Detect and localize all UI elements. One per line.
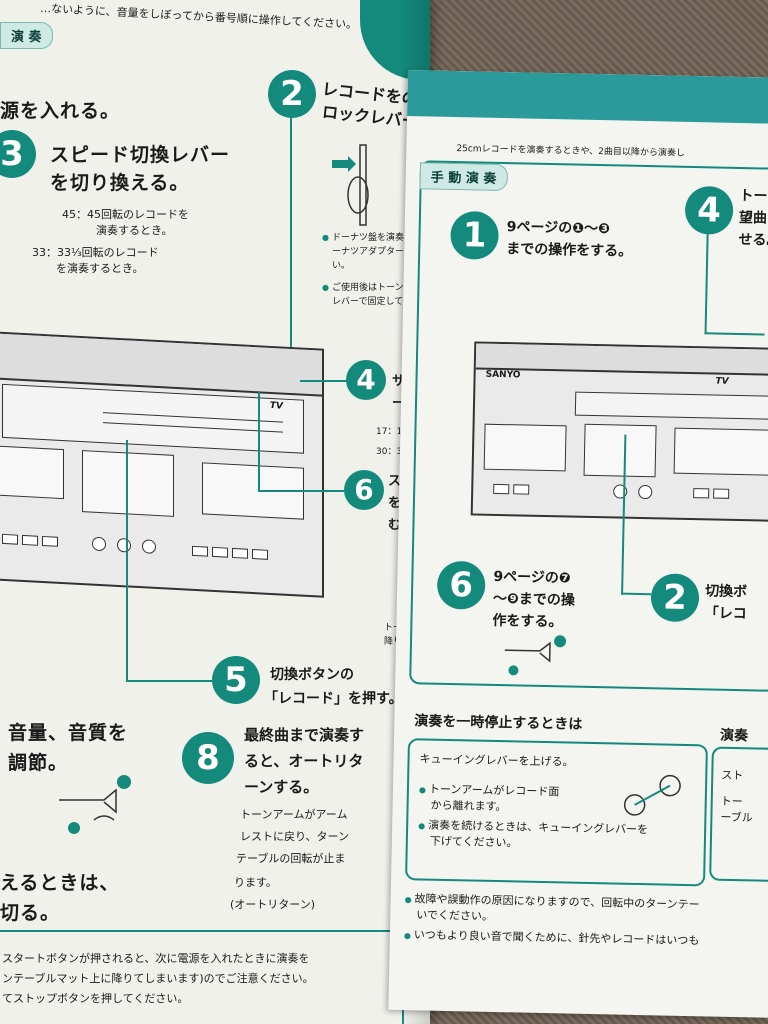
tone-knob: [117, 537, 131, 553]
step4-text-line2: 望曲の: [738, 209, 768, 227]
stereo-brand: TV: [715, 376, 729, 387]
volume-knob: [92, 536, 106, 552]
step2-bullet-2b: レバーで固定してお: [332, 297, 412, 307]
stereo-illustration: TV: [0, 331, 324, 598]
step8-note-3: テーブルの回転が止ま: [236, 852, 346, 865]
step2-number: 2: [268, 70, 316, 118]
tone-knob: [638, 484, 653, 500]
step8-number: 8: [182, 732, 234, 784]
side-box-line1: スト: [721, 768, 744, 783]
step6-leader-vertical: [258, 392, 260, 492]
step2-text-line1: 切換ボ: [704, 583, 748, 601]
step4-number: 4: [346, 360, 386, 400]
left-page: …ないように、音量をしぼってから番号順に操作してください。 演 奏 源を入れる。…: [0, 0, 430, 1024]
side-box-line2: トー: [720, 794, 743, 809]
step6-text-line1: 9ページの❼: [493, 568, 571, 587]
step-power-text: 源を入れる。: [0, 100, 121, 122]
stereo-brand: TV: [269, 400, 283, 412]
step8-note-4: ります。: [234, 876, 277, 889]
step5-number: 5: [212, 656, 260, 704]
step4-text-line3: せる。: [738, 231, 768, 249]
cassette-deck-a: [0, 445, 64, 500]
step6-text-line2: ～❾までの操: [492, 590, 575, 609]
pause-box-title: キューイングレバーを上げる。: [419, 752, 574, 769]
deck-button: [513, 484, 530, 495]
step2-bullet-1c: い。: [332, 261, 351, 271]
step5-title-line1: 切換ボタンの: [270, 667, 354, 683]
footer-line2: ンテーブルマット上に降りてしまいます)のでご注意ください。: [2, 972, 314, 985]
right-page: 25cmレコードを演奏するときや、2曲目以降から演奏し 手 動 演 奏 1 9ペ…: [388, 70, 768, 1018]
trumpet-music-illustration: [504, 635, 567, 676]
step5-leader-horizontal: [126, 680, 212, 682]
auto-play-panel: [82, 450, 174, 517]
step5-leader-vertical: [126, 440, 128, 680]
pause-bullet-2b: 下げてください。: [429, 834, 518, 850]
bottom-bullet-2: いつもより良い音で聞くために、針先やレコードはいつも: [404, 926, 700, 948]
step8-note-5: (オートリターン): [230, 898, 316, 911]
footer-line3: てストップボタンを押してください。: [2, 992, 189, 1005]
step2-text-line2: 「レコ: [704, 605, 747, 623]
top-note: 25cmレコードを演奏するときや、2曲目以降から演奏し: [456, 144, 686, 159]
step3-note-4: を演奏するとき。: [56, 262, 144, 275]
deck-button: [22, 534, 38, 546]
step7-text-line1: 音量、音質を: [8, 722, 129, 744]
deck-button: [713, 488, 730, 499]
cassette-deck-a: [483, 423, 567, 472]
deck-button: [192, 545, 208, 557]
tuner-panel: [574, 391, 768, 420]
step3-note-1: 45：45回転のレコードを: [62, 208, 189, 221]
step3-title-line2: を切り換える。: [50, 172, 190, 194]
step2-leader-line: [290, 118, 292, 358]
step8-title-line1: 最終曲まで演奏す: [244, 726, 365, 744]
step6-number: 6: [344, 470, 384, 510]
step3-note-3: 33：33⅓回転のレコード: [32, 246, 159, 259]
step5-title-line2: 「レコード」を押す。: [264, 691, 403, 707]
step4-leader-line: [300, 380, 346, 382]
cassette-deck-b: [673, 427, 768, 476]
step8-note-1: トーンアームがアーム: [240, 808, 348, 821]
step8-note-2: レストに戻り、ターン: [240, 830, 350, 843]
cueing-lever-illustration: [623, 774, 681, 816]
step6-text-line3: 作をする。: [492, 612, 563, 631]
step3-number: 3: [0, 130, 36, 178]
deck-button: [493, 483, 510, 495]
teal-header-band: [407, 70, 768, 124]
deck-button: [212, 546, 228, 558]
deck-button: [252, 548, 268, 560]
top-header: …ないように、音量をしぼってから番号順に操作してください。: [39, 1, 358, 32]
deck-button: [2, 533, 18, 545]
step6-leader-horizontal: [258, 490, 344, 492]
pause-bullet-1b: から離れます。: [430, 798, 507, 814]
step1-text-line2: までの操作をする。: [506, 241, 633, 260]
deck-button: [42, 535, 58, 547]
step7-text-line2: 調節。: [8, 752, 69, 774]
stop-heading-line1: えるときは、: [0, 872, 120, 894]
step8-title-line3: ーンする。: [244, 778, 319, 796]
stereo-illustration: SANYO TV: [470, 341, 768, 522]
balance-knob: [142, 539, 156, 554]
step2-bullet-2: ご使用後はトーンア: [322, 280, 413, 293]
pause-heading-right: 演奏: [719, 727, 749, 745]
step4-text-line1: トーン: [739, 187, 768, 205]
step3-title-line1: スピード切換レバー: [50, 144, 231, 166]
step8-title-line2: ると、オートリタ: [244, 752, 364, 770]
bottom-bullet-1b: いでください。: [416, 908, 494, 923]
footer-line1: スタートボタンが押されると、次に電源を入れたときに演奏を: [2, 952, 310, 965]
section-tag: 演 奏: [0, 22, 53, 49]
side-box-line3: ーブル: [720, 810, 753, 825]
step3-note-2: 演奏するとき。: [96, 224, 173, 237]
lock-lever-illustration: [332, 144, 369, 226]
section-tag: 手 動 演 奏: [419, 162, 508, 192]
stop-heading-line2: 切る。: [0, 902, 61, 924]
step2-bullet-1b: ーナツアダプターを: [332, 247, 414, 257]
deck-button: [693, 488, 710, 499]
auto-play-panel: [583, 423, 657, 478]
step2-bullet-1: ドーナツ盤を演奏す: [322, 230, 413, 243]
step1-text-line1: 9ページの❶～❸: [506, 219, 611, 238]
pause-heading: 演奏を一時停止するときは: [414, 713, 583, 733]
trumpet-music-illustration: [59, 775, 131, 834]
deck-button: [232, 547, 248, 559]
stereo-maker: SANYO: [485, 369, 521, 381]
